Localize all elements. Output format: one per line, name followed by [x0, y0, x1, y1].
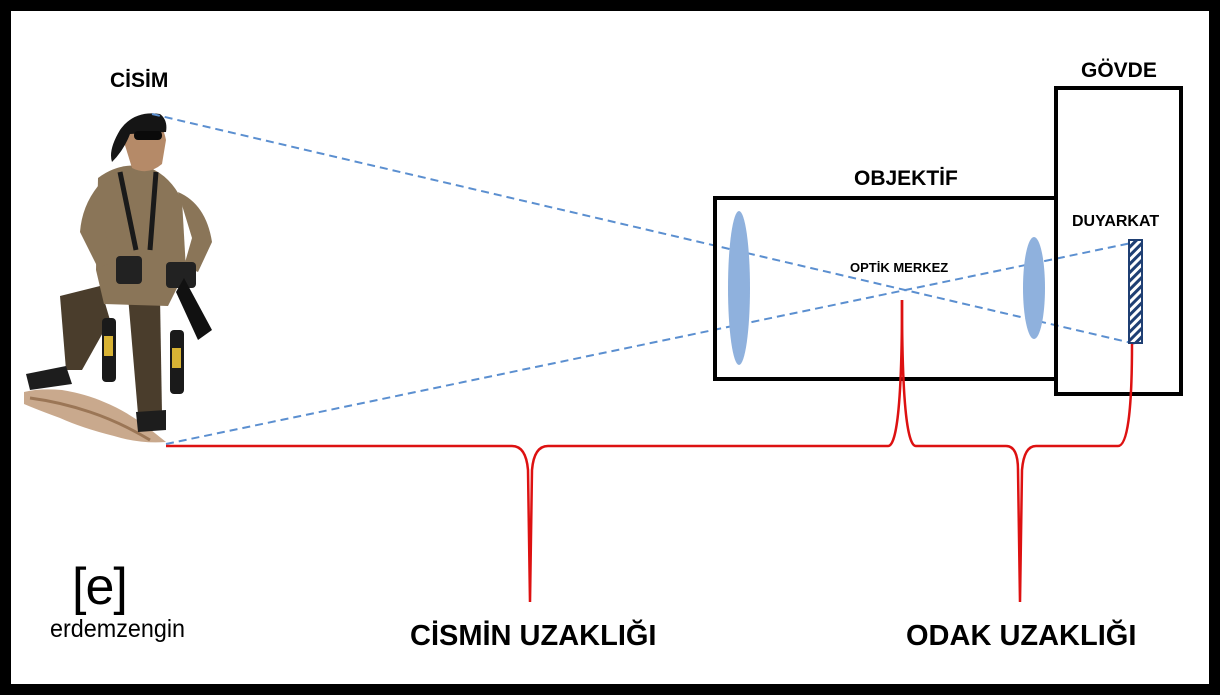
rear-lens-element: [1023, 237, 1045, 339]
logo-mark: [e]: [72, 558, 127, 616]
diagram-background: [11, 11, 1209, 684]
body-label: GÖVDE: [1081, 59, 1157, 82]
lens-barrel: [713, 196, 1058, 381]
optical-center-label: OPTİK MERKEZ: [850, 260, 948, 275]
image-sensor: [1128, 239, 1143, 344]
light-rays: [151, 113, 1137, 445]
focal-distance-label: ODAK UZAKLIĞI: [906, 618, 1136, 652]
erdemzengin-logo: [e] erdemzengin: [50, 558, 185, 643]
lens-label: OBJEKTİF: [854, 167, 958, 190]
ray-bottom: [165, 241, 1137, 445]
subject-distance-label: CİSMİN UZAKLIĞI: [410, 618, 657, 652]
distance-braces: [166, 299, 1134, 603]
subject-distance-brace: [166, 299, 904, 603]
logo-name: erdemzengin: [50, 615, 185, 643]
subject-label: CİSİM: [110, 69, 168, 92]
sensor-label: DUYARKAT: [1072, 213, 1159, 230]
photographer-figure: [24, 113, 212, 443]
focal-distance-brace: [900, 299, 1134, 603]
front-lens-element: [728, 211, 750, 365]
